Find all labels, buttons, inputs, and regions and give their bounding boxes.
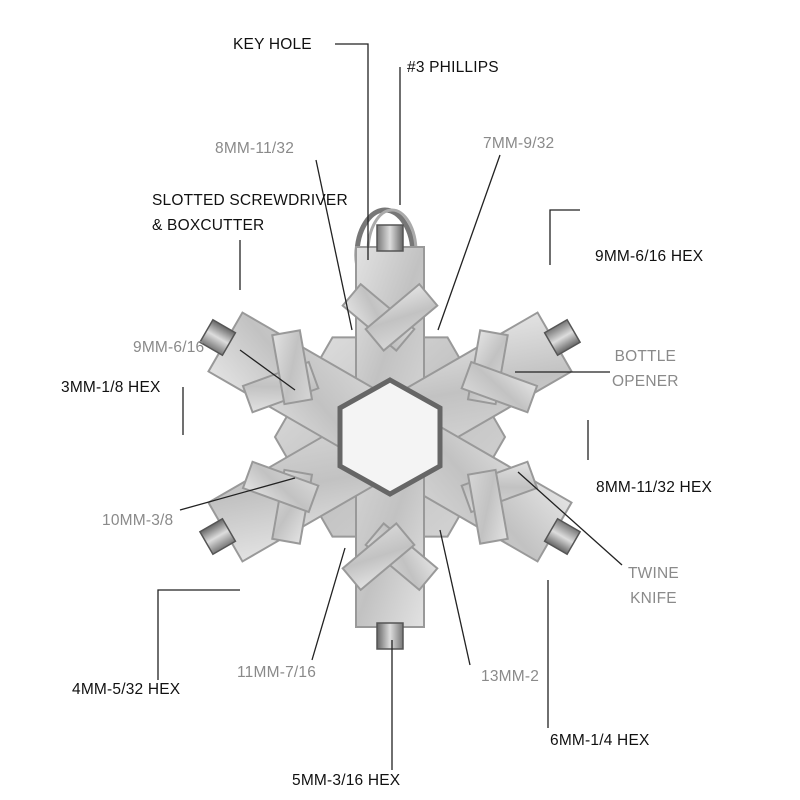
label-6mm-hex: 6MM-1/4 HEX [550, 732, 650, 749]
arm-branch [271, 329, 314, 406]
label-slotted-line1: SLOTTED SCREWDRIVER [152, 192, 348, 209]
label-7mm-wrench: 7MM-9/32 [483, 135, 555, 152]
label-8mm-wrench: 8MM-11/32 [215, 140, 295, 157]
label-slotted-line2: & BOXCUTTER [152, 217, 265, 234]
arm-branch [341, 522, 416, 592]
label-4mm-hex: 4MM-5/32 HEX [72, 681, 181, 698]
label-bottle-line2: OPENER [612, 373, 679, 390]
label-bottle-opener: BOTTLE OPENER [612, 344, 679, 394]
arm-branch [241, 460, 320, 514]
hex-bit [543, 517, 582, 556]
label-11mm-wrench: 11MM-7/16 [237, 664, 317, 681]
label-twine-knife: TWINE KNIFE [628, 561, 679, 611]
leader-lines [157, 43, 623, 770]
label-twine-line1: TWINE [628, 565, 679, 582]
label-9mm-hex: 9MM-6/16 HEX [595, 248, 704, 265]
arm-branch [364, 282, 439, 352]
label-twine-line2: KNIFE [630, 590, 677, 607]
label-8mm-hex: 8MM-11/32 HEX [596, 479, 713, 496]
hex-bit [198, 517, 237, 556]
hex-bit [543, 318, 582, 357]
label-13mm-wrench: 13MM-2 [481, 668, 540, 685]
center-hex-wrench [337, 377, 443, 497]
hex-bit [376, 622, 404, 650]
hex-bit [376, 224, 404, 252]
label-phillips: #3 PHILLIPS [407, 59, 499, 76]
hex-bit [198, 318, 237, 357]
label-9mm-wrench: 9MM-6/16 [133, 339, 205, 356]
arm-branch [466, 468, 509, 545]
label-slotted: SLOTTED SCREWDRIVER & BOXCUTTER [152, 188, 348, 238]
label-bottle-line1: BOTTLE [614, 348, 677, 365]
label-key-hole: KEY HOLE [233, 36, 312, 53]
label-10mm-wrench: 10MM-3/8 [102, 512, 174, 529]
label-3mm-hex: 3MM-1/8 HEX [61, 379, 161, 396]
arm-branch [460, 360, 539, 414]
label-5mm-hex: 5MM-3/16 HEX [292, 772, 401, 789]
